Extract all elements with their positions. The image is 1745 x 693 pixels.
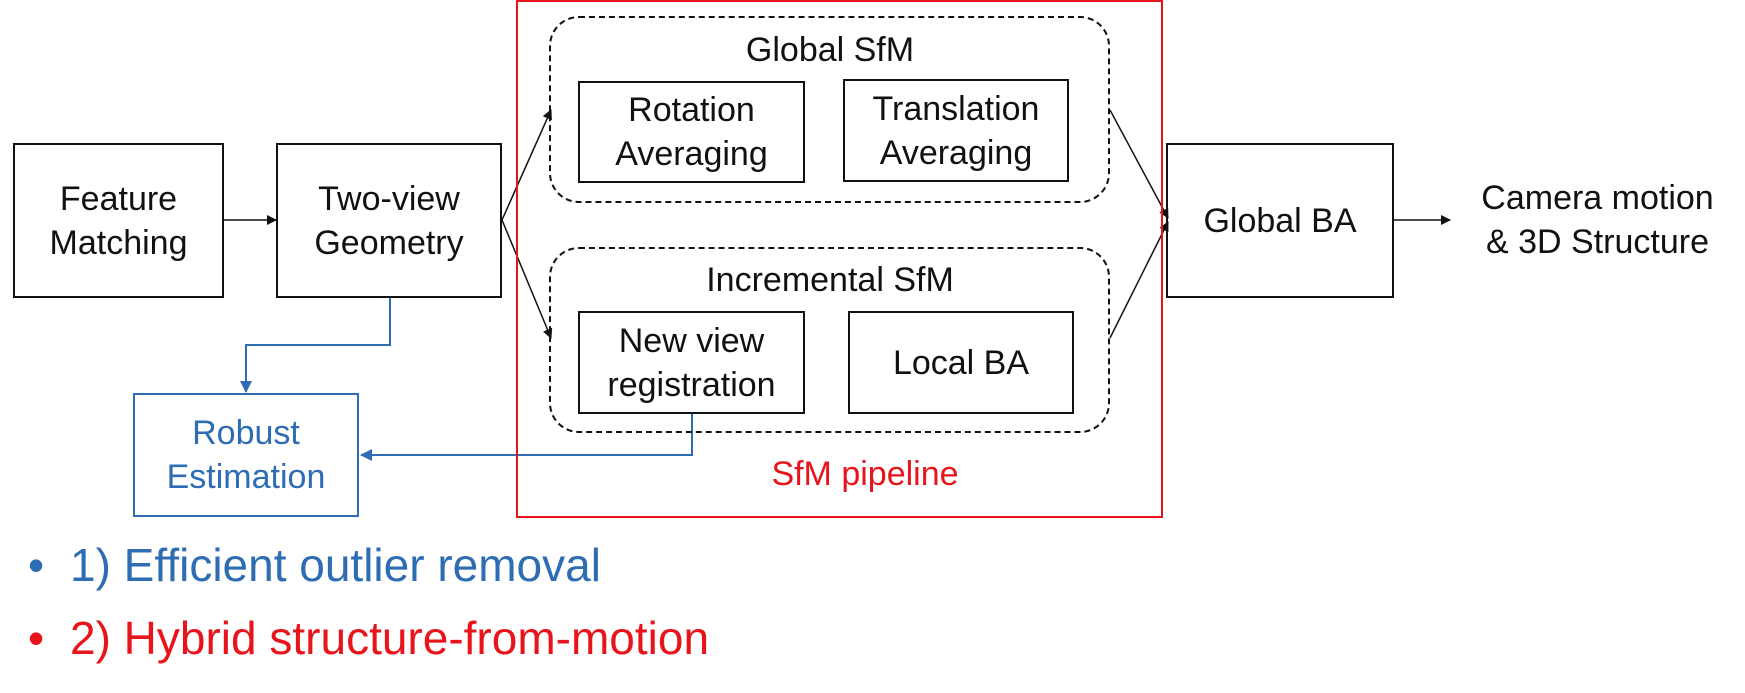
robust-estimation-box: Robust Estimation	[133, 393, 359, 517]
two-view-line1: Two-view	[318, 179, 460, 218]
output-line1: Camera motion	[1481, 179, 1714, 217]
bullet-text-1: 1) Efficient outlier removal	[70, 539, 601, 591]
arrow-twoview-to-robust	[240, 298, 391, 393]
rotation-line1: Rotation	[628, 91, 755, 129]
feature-matching-line1: Feature	[59, 179, 178, 218]
arrow-twoview-to-incremental-sfm	[501, 219, 553, 339]
new-view-line2: registration	[607, 365, 776, 404]
sfm-pipeline-label: SfM pipeline	[771, 455, 959, 493]
sfm-pipeline-frame	[516, 0, 1163, 518]
robust-line1: Robust	[192, 414, 300, 452]
two-view-geometry-box: Two-view Geometry	[276, 143, 502, 298]
arrow-newview-to-robust	[360, 414, 693, 461]
incremental-sfm-title: Incremental SfM	[706, 261, 954, 299]
global-sfm-group	[549, 16, 1110, 203]
new-view-registration-box: New view registration	[578, 311, 805, 414]
feature-matching-line2: Matching	[49, 223, 188, 262]
feature-matching-box: Feature Matching	[13, 143, 224, 298]
local-ba-text: Local BA	[892, 343, 1030, 382]
bullet-dot-2: •	[28, 612, 45, 664]
rotation-averaging-box: Rotation Averaging	[578, 81, 805, 183]
robust-line2: Estimation	[166, 458, 326, 496]
output-line2: & 3D Structure	[1486, 223, 1709, 261]
translation-averaging-box: Translation Averaging	[843, 79, 1069, 182]
global-ba-text: Global BA	[1203, 201, 1357, 240]
rotation-line2: Averaging	[615, 135, 768, 173]
global-ba-box: Global BA	[1166, 143, 1394, 298]
bullet-hybrid-sfm: • 2) Hybrid structure-from-motion	[28, 610, 709, 666]
arrow-global-sfm-to-global-ba	[1109, 109, 1169, 219]
arrow-twoview-to-global-sfm	[501, 109, 552, 221]
arrow-incremental-sfm-to-global-ba	[1109, 221, 1169, 339]
output-text: Camera motion & 3D Structure	[1455, 176, 1740, 264]
bullet-efficient-outlier-removal: • 1) Efficient outlier removal	[28, 537, 601, 593]
local-ba-box: Local BA	[848, 311, 1074, 414]
global-sfm-title: Global SfM	[745, 31, 915, 69]
new-view-line1: New view	[618, 321, 765, 360]
bullet-dot-1: •	[28, 539, 45, 591]
translation-line1: Translation	[872, 89, 1040, 128]
two-view-line2: Geometry	[314, 223, 464, 262]
bullet-text-2: 2) Hybrid structure-from-motion	[70, 612, 710, 664]
translation-line2: Averaging	[879, 133, 1033, 172]
incremental-sfm-group	[549, 247, 1110, 433]
